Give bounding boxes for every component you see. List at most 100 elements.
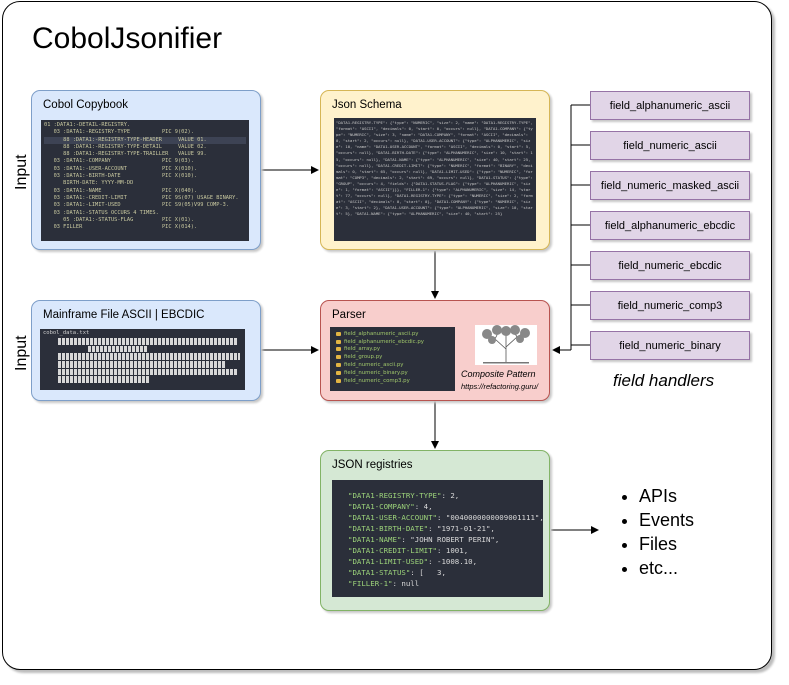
handlers-bus [552,104,590,354]
copybook-line: 03 :DATA1:-BIRTH-DATE PIC X(010). [44,173,198,180]
registry-key: "DATA1-REGISTRY-TYPE" [348,491,442,500]
copybook-box: Cobol Copybook 01 :DATA1:-DETAIL-REGISTR… [31,90,261,250]
python-file-icon [336,347,341,352]
tree-icon [475,325,537,365]
registry-value: : -1008.10, [428,557,478,566]
registry-line: "DATA1-LIMIT-USED": -1008.10, [332,556,543,567]
copybook-line: BIRTH-DATE: YYYY-MM-DD [44,180,134,187]
input-label-copybook: Input [13,154,30,190]
output-list: APIs Events Files etc... [620,484,694,580]
parser-file-item: field_numeric_ascii.py [330,361,455,369]
registry-value: : "1971-01-21", [428,524,495,533]
parser-file-name: field_numeric_comp3.py [344,377,410,384]
registry-value: : 2, [441,491,460,500]
schema-code: "DATA1-REGISTRY-TYPE": {"type": "NUMERIC… [336,120,533,217]
registries-code: "DATA1-REGISTRY-TYPE": 2,"DATA1-COMPANY"… [332,480,543,589]
input-label-mainframe: Input [13,335,30,371]
python-file-icon [336,355,341,360]
parser-file-item: field_array.py [330,346,455,354]
registry-value: : "0040000000009001111", [437,513,543,522]
diagram-title: CobolJsonifier [32,22,223,55]
copybook-line: 03 :DATA1:-LIMIT-USED PIC S9(05)V99 COMP… [44,202,229,209]
parser-file-name: field_numeric_binary.py [344,369,408,376]
python-file-icon [336,378,341,383]
python-file-icon [336,331,341,336]
registry-key: "DATA1-CREDIT-LIMIT" [348,546,437,555]
registries-label: JSON registries [332,459,413,471]
registry-key: "DATA1-USER-ACCOUNT" [348,513,437,522]
copybook-code: 01 :DATA1:-DETAIL-REGISTRY. 03 :DATA1:-R… [41,120,249,233]
parser-file-name: field_alphanumeric_ascii.py [344,330,419,337]
composite-pattern-url: https://refactoring.guru/ [461,382,539,391]
registry-line: "DATA1-STATUS": [ 3, [332,567,543,578]
registry-key: "FILLER-1" [348,579,393,588]
registry-value: : 4, [414,502,433,511]
registry-line: "DATA1-USER-ACCOUNT": "00400000000090011… [332,512,543,523]
copybook-line: 03 :DATA1:-CREDIT-LIMIT PIC 9S(07) USAGE… [44,194,239,201]
field-handlers-caption: field handlers [613,371,715,390]
copybook-label: Cobol Copybook [43,99,129,111]
parser-file-name: field_numeric_ascii.py [344,362,404,369]
registry-key: "DATA1-NAME" [348,535,402,544]
mainframe-data-lines [58,338,240,384]
parser-file-name: field_alphanumeric_ebcdic.py [344,338,424,345]
registry-line: "FILLER-1": null [332,578,543,589]
registry-line: "DATA1-CREDIT-LIMIT": 1001, [332,545,543,556]
copybook-line: 03 :DATA1:-NAME PIC X(040). [44,187,198,194]
registry-key: "DATA1-COMPANY" [348,502,415,511]
parser-file-item: field_alphanumeric_ascii.py [330,330,455,338]
registry-key: "DATA1-BIRTH-DATE" [348,524,429,533]
registry-value: : null [392,579,420,588]
handler-field-numeric-comp3: field_numeric_comp3 [590,291,750,320]
handler-field-numeric-binary: field_numeric_binary [590,331,750,360]
parser-file-item: field_numeric_binary.py [330,369,455,377]
registry-value: : [ 3, [410,568,446,577]
registry-key: "DATA1-STATUS" [348,568,411,577]
copybook-code-panel: 01 :DATA1:-DETAIL-REGISTRY. 03 :DATA1:-R… [41,120,249,241]
python-file-icon [336,370,341,375]
schema-label: Json Schema [332,99,402,111]
output-item: Files [639,532,694,556]
handler-field-numeric-ebcdic: field_numeric_ebcdic [590,251,750,280]
output-item: Events [639,508,694,532]
schema-box: Json Schema "DATA1-REGISTRY-TYPE": {"typ… [320,90,550,250]
parser-file-name: field_group.py [344,354,383,361]
parser-file-item: field_alphanumeric_ebcdic.py [330,338,455,346]
parser-file-item: field_numeric_comp3.py [330,377,455,385]
copybook-line: 88 :DATA1:-REGISTRY-TYPE-TRAILLER VALUE … [44,151,207,158]
registry-line: "DATA1-COMPANY": 4, [332,501,543,512]
copybook-line: 03 :DATA1:-REGISTRY-TYPE PIC 9(02). [44,129,194,136]
registry-key: "DATA1-LIMIT-USED" [348,557,429,566]
copybook-line: 03 FILLER PIC X(014). [44,224,198,231]
handler-field-alphanumeric-ebcdic: field_alphanumeric_ebcdic [590,211,750,240]
copybook-line: 05 :DATA1:-STATUS-FLAG PIC X(01). [44,216,194,223]
schema-code-panel: "DATA1-REGISTRY-TYPE": {"type": "NUMERIC… [334,118,536,241]
copybook-line: 01 :DATA1:-DETAIL-REGISTRY. [44,122,131,128]
mainframe-file-tab: cobol_data.txt [43,330,90,336]
registry-line: "DATA1-REGISTRY-TYPE": 2, [332,490,543,501]
parser-file-name: field_array.py [344,346,381,353]
copybook-line: 03 :DATA1:-COMPANY PIC 9(03). [44,158,194,165]
registry-line: "DATA1-BIRTH-DATE": "1971-01-21", [332,523,543,534]
python-file-icon [336,363,341,368]
handler-field-numeric-masked-ascii: field_numeric_masked_ascii [590,171,750,200]
handler-field-numeric-ascii: field_numeric_ascii [590,131,750,160]
registries-box: JSON registries "DATA1-REGISTRY-TYPE": 2… [320,450,550,611]
output-item: etc... [639,556,694,580]
handler-field-alphanumeric-ascii: field_alphanumeric_ascii [590,91,750,120]
composite-pattern-caption: Composite Pattern [461,369,536,379]
copybook-line: 88 :DATA1:-REGISTRY-TYPE-DETAIL VALUE 02… [44,143,207,150]
registry-line: "DATA1-NAME": "JOHN ROBERT PERIN", [332,534,543,545]
registry-value: : 1001, [437,546,469,555]
registries-code-panel: "DATA1-REGISTRY-TYPE": 2,"DATA1-COMPANY"… [332,480,543,597]
copybook-line: 88 :DATA1:-REGISTRY-TYPE-HEADER VALUE 01… [44,136,246,144]
output-item: APIs [639,484,694,508]
parser-file-item: field_group.py [330,353,455,361]
copybook-line: 03 :DATA1:-STATUS OCCURS 4 TIMES. [44,209,159,216]
registry-value: : "JOHN ROBERT PERIN", [401,535,500,544]
copybook-line: 03 :DATA1:-USER-ACCOUNT PIC X(010). [44,165,198,172]
mainframe-label: Mainframe File ASCII | EBCDIC [43,309,205,321]
parser-label: Parser [332,309,366,321]
